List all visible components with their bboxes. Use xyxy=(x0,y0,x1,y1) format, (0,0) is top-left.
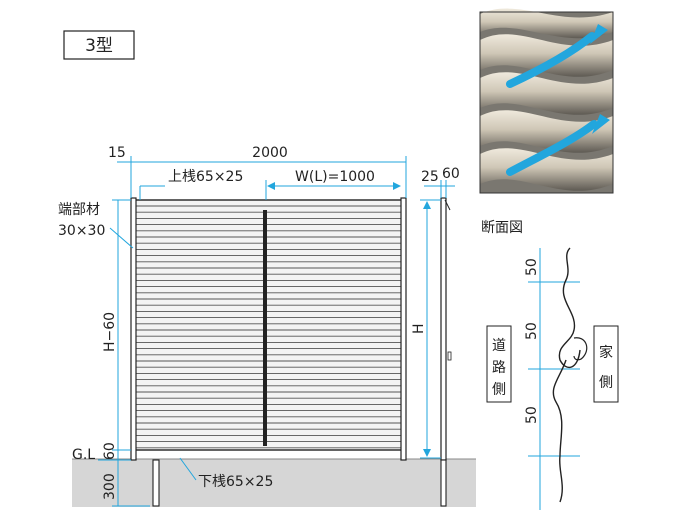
section-dim-top: 50 xyxy=(524,258,540,276)
dim-side-60: 60 xyxy=(442,166,460,182)
louver-photo xyxy=(479,8,614,194)
section-dim-bot: 50 xyxy=(524,406,540,424)
embedded-post xyxy=(152,459,160,507)
dim-post-offset: 15 xyxy=(108,145,126,161)
road-side-box: 道 路 側 xyxy=(486,325,512,403)
label-end-member-1: 端部材 xyxy=(58,202,100,218)
road-side-char-3: 側 xyxy=(492,382,506,398)
label-end-member-2: 30×30 xyxy=(58,223,105,239)
right-post xyxy=(400,197,407,461)
house-side-char-1: 家 xyxy=(599,344,613,361)
label-bottom-rail: 下桟65×25 xyxy=(198,474,273,490)
ground-area xyxy=(72,459,476,507)
label-top-rail: 上桟65×25 xyxy=(168,169,243,185)
type-title: 3型 xyxy=(85,36,113,56)
label-ground-line: G.L xyxy=(72,447,95,463)
dim-total-width: 2000 xyxy=(252,145,288,161)
section-dim-mid: 50 xyxy=(524,322,540,340)
center-post xyxy=(263,210,267,446)
road-side-char-1: 道 xyxy=(492,338,506,354)
airflow-arrow-top xyxy=(506,24,608,88)
left-post xyxy=(130,197,137,461)
type-title-box: 3型 xyxy=(63,30,135,60)
section-title: 断面図 xyxy=(481,220,523,236)
side-view xyxy=(440,197,452,507)
dim-panel-width: W(L)=1000 xyxy=(295,169,375,185)
airflow-arrow-bottom xyxy=(506,114,610,176)
dimension-lines xyxy=(98,156,455,507)
house-side-char-2: 側 xyxy=(599,375,613,391)
cross-section: 50 50 50 xyxy=(524,247,588,510)
dim-side-25: 25 xyxy=(421,169,439,185)
dim-embed-300: 300 xyxy=(102,473,118,500)
dim-gap-60: 60 xyxy=(102,442,118,460)
dim-height-left: H−60 xyxy=(102,312,118,352)
dim-height-right: H xyxy=(411,323,427,334)
road-side-char-2: 路 xyxy=(492,360,506,376)
fence-slats xyxy=(136,205,401,449)
house-side-box: 家 側 xyxy=(593,325,619,403)
fence-panel xyxy=(130,197,407,507)
